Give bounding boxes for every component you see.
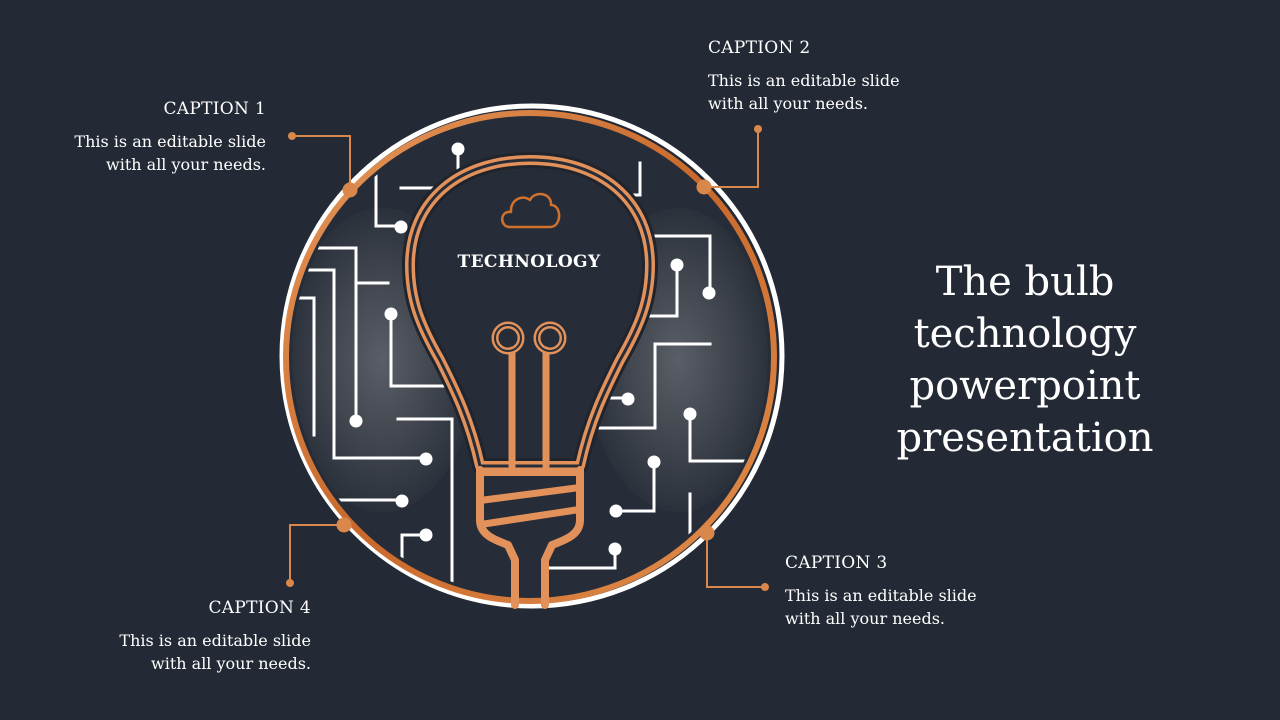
caption-3-title: CAPTION 3 [785, 553, 888, 573]
circuit-nodes [349, 142, 716, 556]
outer-white-ring [279, 103, 785, 609]
caption-2-body-line1: This is an editable slide [708, 71, 900, 90]
slide-title: The bulb technology powerpoint presentat… [896, 259, 1154, 461]
caption-3: CAPTION 3 This is an editable slide with… [785, 552, 1025, 630]
caption-4-body: This is an editable slide with all your … [71, 629, 311, 675]
caption-4-body-line2: with all your needs. [151, 654, 311, 673]
cloud-icon [501, 192, 561, 229]
connector-dots [286, 125, 769, 591]
caption-1-title: CAPTION 1 [163, 99, 266, 119]
caption-3-body-line2: with all your needs. [785, 609, 945, 628]
caption-4-body-line1: This is an editable slide [119, 631, 311, 650]
caption-2-title: CAPTION 2 [708, 38, 811, 58]
center-label: TECHNOLOGY [457, 252, 601, 272]
caption-1-body: This is an editable slide with all your … [26, 130, 266, 176]
caption-4-title: CAPTION 4 [208, 598, 311, 618]
caption-2-body-line2: with all your needs. [708, 94, 868, 113]
caption-1-body-line2: with all your needs. [106, 155, 266, 174]
caption-connectors [289, 129, 765, 588]
caption-1: CAPTION 1 This is an editable slide with… [26, 98, 266, 176]
caption-3-body-line1: This is an editable slide [785, 586, 977, 605]
caption-3-body: This is an editable slide with all your … [785, 584, 1025, 630]
caption-2-body: This is an editable slide with all your … [708, 69, 948, 115]
caption-1-body-line1: This is an editable slide [74, 132, 266, 151]
circuit-traces [298, 148, 762, 592]
caption-2: CAPTION 2 This is an editable slide with… [708, 37, 948, 115]
lightbulb-icon [402, 152, 658, 609]
caption-4: CAPTION 4 This is an editable slide with… [71, 597, 311, 675]
